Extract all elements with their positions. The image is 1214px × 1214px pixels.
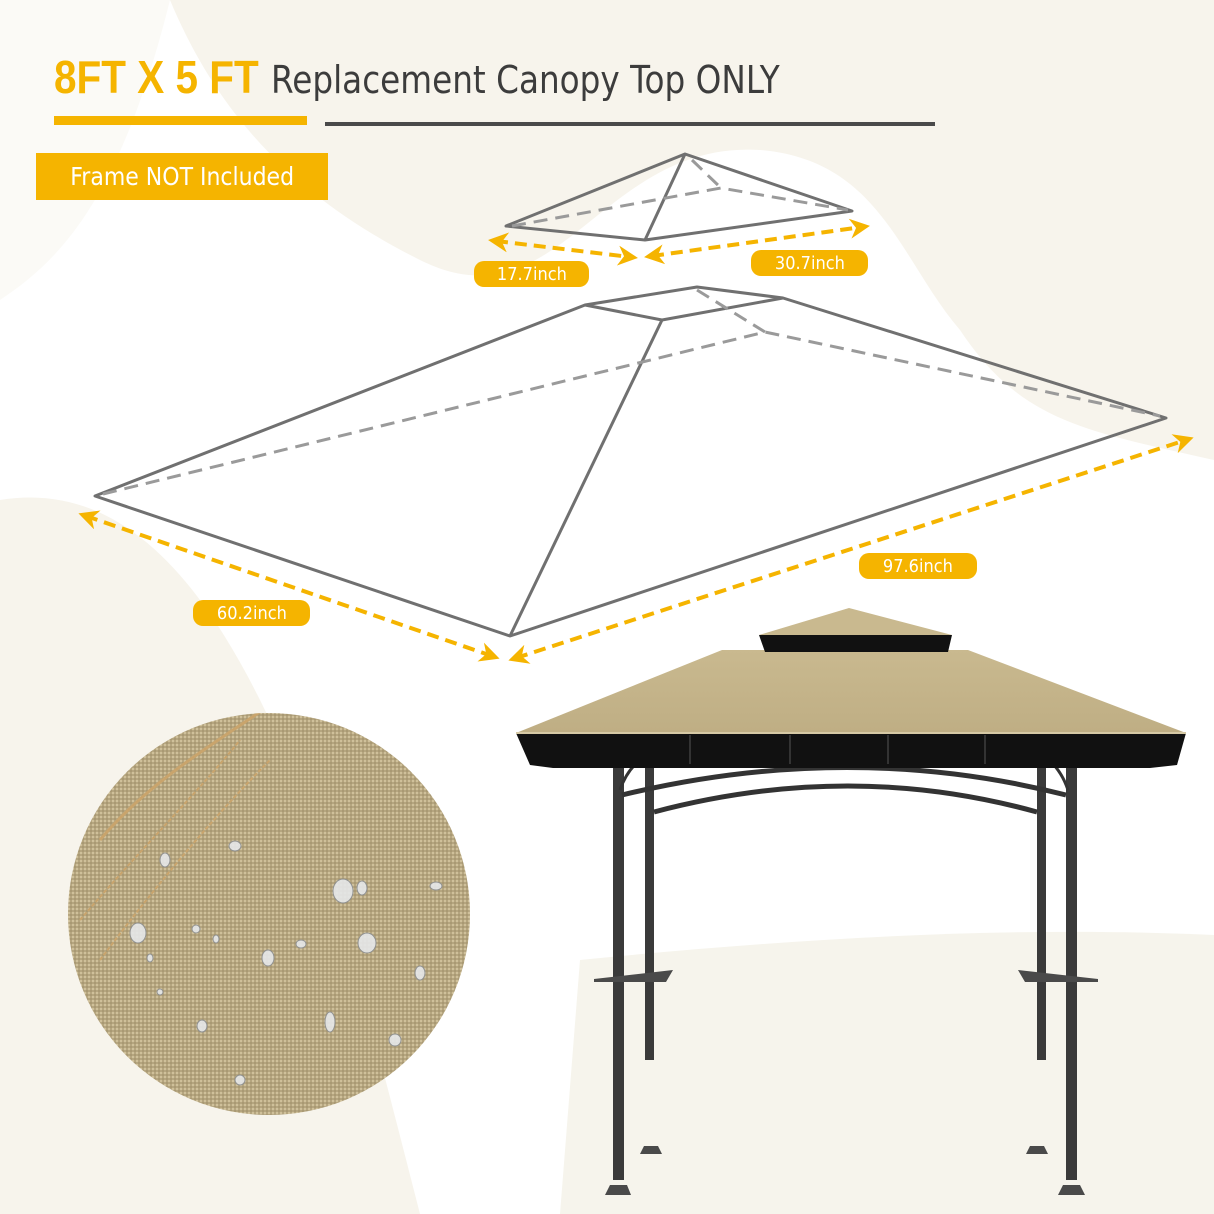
- gazebo-image: [516, 608, 1186, 1195]
- title-text: Replacement Canopy Top ONLY: [270, 58, 780, 102]
- top-width-arrow: [644, 218, 870, 265]
- top-canopy-outline: [504, 152, 854, 242]
- frame-not-included-badge: Frame NOT Included: [36, 153, 328, 200]
- dimension-label-top-depth: 17.7inch: [474, 261, 589, 287]
- main-canopy-outline: [93, 285, 1168, 638]
- dimension-label-top-width: 30.7inch: [751, 250, 868, 276]
- size-label: 8FT X 5 FT: [54, 51, 259, 103]
- title-underline-accent: [54, 116, 307, 125]
- title-underline: [325, 122, 935, 126]
- page-title: 8FT X 5 FT Replacement Canopy Top ONLY: [54, 50, 862, 110]
- fabric-closeup-image: [68, 713, 470, 1115]
- main-length-arrow: [508, 434, 1194, 664]
- main-depth-arrow: [78, 510, 500, 662]
- top-depth-arrow: [488, 232, 638, 266]
- dimension-label-main-depth: 60.2inch: [193, 600, 310, 626]
- dimension-label-main-length: 97.6inch: [859, 553, 977, 579]
